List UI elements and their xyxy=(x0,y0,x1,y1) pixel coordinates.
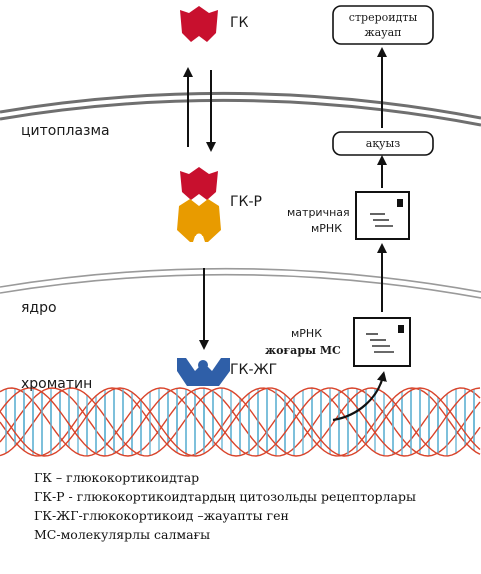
matrix-mrna-label-1: матричная xyxy=(287,206,350,219)
gk-hormone-icon xyxy=(180,6,218,42)
dna-strand xyxy=(0,387,481,457)
dna-strand xyxy=(0,387,481,457)
mrna-doc-2-icon xyxy=(355,191,410,240)
steroid-label-2: жауап xyxy=(364,26,401,39)
mrna-doc-1-icon xyxy=(353,317,411,367)
nuclear-envelope xyxy=(0,267,481,299)
dna-strand xyxy=(0,387,481,457)
nucleus-label: ядро xyxy=(21,300,57,316)
dna-strand xyxy=(0,387,481,457)
translocation-arrows xyxy=(183,67,216,152)
high-ms-label: жоғары МС xyxy=(265,344,341,357)
steroid-response-box xyxy=(332,5,434,45)
cell-membrane xyxy=(0,91,481,127)
matrix-mrna-label-2: мРНК xyxy=(311,222,342,235)
chromatin-label: хроматин xyxy=(21,376,92,392)
protein-label: ақуыз xyxy=(366,137,400,150)
legend-item-gk: ГК – глюкокортикоидтар xyxy=(34,470,200,485)
dna-helix xyxy=(0,387,481,457)
gk-zhg-label: ГК-ЖГ xyxy=(230,362,277,378)
protein-box xyxy=(332,131,434,156)
cytoplasm-label: цитоплазма xyxy=(21,123,110,139)
legend-item-gk-zhg: ГК-ЖГ-глюкокортикоид –жауапты ген xyxy=(34,508,289,523)
gk-r-complex-icon xyxy=(177,167,221,242)
gk-r-label: ГК-Р xyxy=(230,194,262,210)
legend: ГК – глюкокортикоидтар ГК-Р - глюкокорти… xyxy=(34,468,474,544)
legend-item-ms: МС-молекулярлы салмағы xyxy=(34,527,211,542)
transcription-arrow xyxy=(332,371,387,422)
gk-zhg-gene-icon xyxy=(177,358,230,386)
mrna-label: мРНК xyxy=(291,327,322,340)
legend-item-gk-r: ГК-Р - глюкокортикоидтардың цитозольды р… xyxy=(34,489,416,504)
gk-label: ГК xyxy=(230,15,249,31)
steroid-label-1: стрероидты xyxy=(349,11,418,24)
